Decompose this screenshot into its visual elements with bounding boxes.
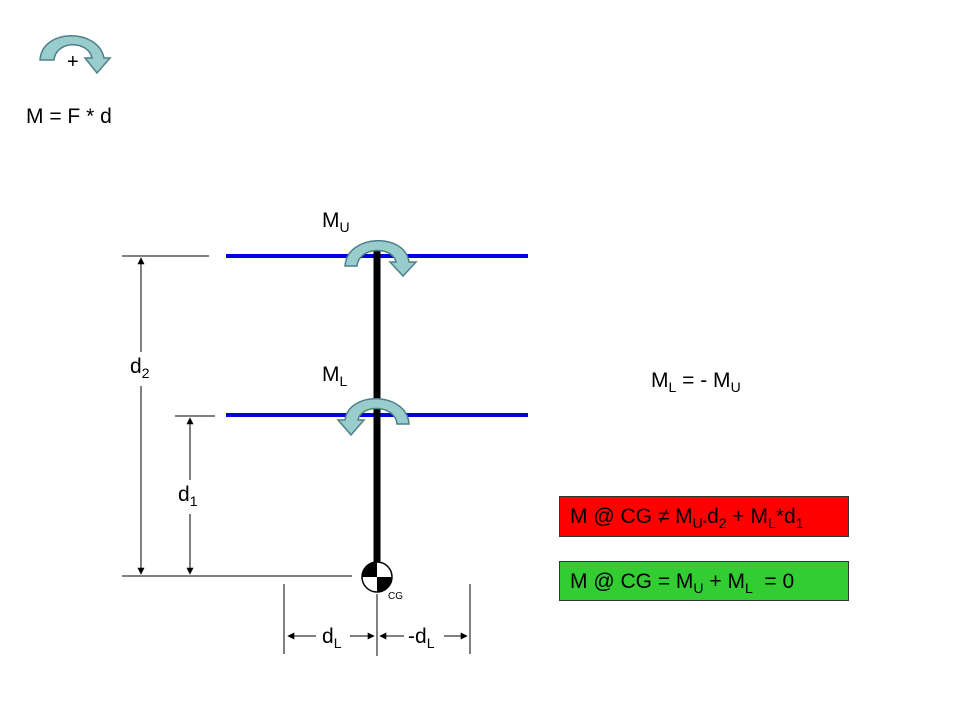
positive-moment-icon — [39, 35, 112, 75]
d1-label: d1 — [178, 483, 198, 509]
cg-label: CG — [388, 591, 403, 602]
neg-dl-label: -dL — [408, 625, 435, 651]
cg-symbol-icon — [361, 561, 393, 593]
upper-moment-arrow-icon — [344, 239, 418, 278]
plus-sign: + — [67, 51, 79, 73]
d2-label: d2 — [130, 355, 150, 381]
lower-moment-label: ML — [322, 363, 348, 389]
incorrect-equation-box: M @ CG ≠ MU*d2 + ML*d1 — [559, 496, 849, 537]
moment-relation: ML = - MU — [651, 369, 741, 395]
dl-label: dL — [322, 625, 342, 651]
correct-equation-box: M @ CG = MU + ML = 0 — [559, 561, 849, 601]
upper-moment-label: MU — [322, 209, 350, 235]
lower-moment-arrow-icon — [336, 397, 410, 437]
moment-formula: M = F * d — [26, 105, 112, 128]
